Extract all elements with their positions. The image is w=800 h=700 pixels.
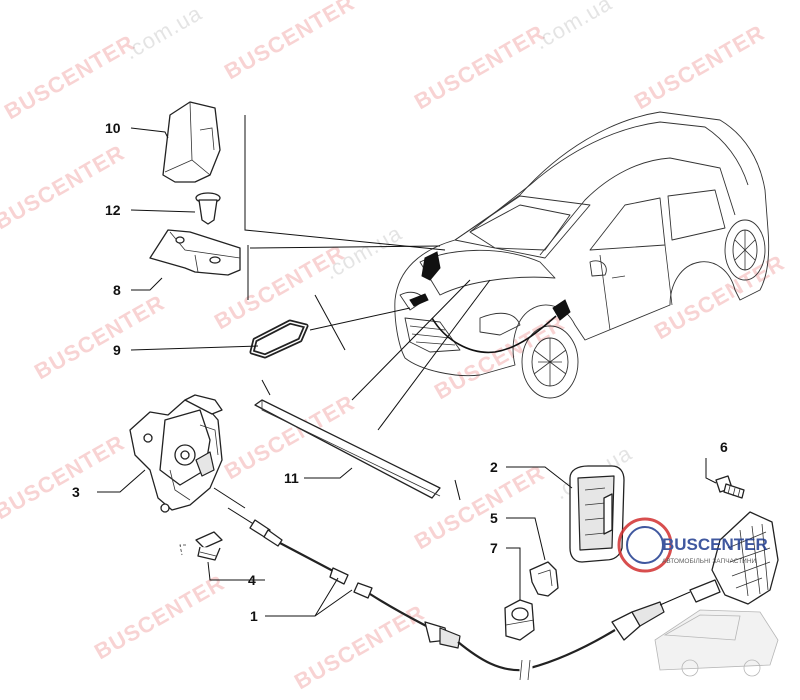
watermark-brand: BUSCENTER: [0, 30, 139, 125]
part-9-seal: [249, 319, 309, 359]
logo-brand: BUSCENTER: [662, 535, 768, 554]
callout-2: 2: [490, 459, 498, 475]
part-2-handle: [569, 465, 625, 563]
part-7-holder: [504, 599, 535, 641]
callout-9: 9: [113, 342, 121, 358]
watermark-brand: BUSCENTER: [0, 430, 129, 525]
callout-12: 12: [105, 202, 121, 218]
callout-7: 7: [490, 540, 498, 556]
seal-highlight: [409, 293, 429, 307]
release-handle-highlight: [552, 299, 571, 321]
part-8-bracket: [149, 229, 241, 276]
watermark-brand: BUSCENTER: [30, 290, 169, 385]
release-lever-plate: [689, 511, 779, 605]
callout-11: 11: [284, 470, 299, 486]
leader-lines: [244, 115, 491, 501]
watermark-brand: BUSCENTER: [410, 20, 549, 115]
logo-subtitle: АВТОМОБІЛЬНІ ЗАПЧАСТИНИ: [662, 558, 757, 565]
car-illustration: [394, 111, 770, 399]
part-11-strip: [254, 399, 441, 499]
part-5-clip: [529, 561, 559, 597]
callout-leaders: [97, 127, 717, 617]
watermark-brand: BUSCENTER: [630, 20, 769, 115]
callout-4: 4: [248, 572, 256, 588]
callout-10: 10: [105, 120, 121, 136]
part-4-bolt: [179, 531, 223, 561]
callout-6: 6: [720, 439, 728, 455]
callout-3: 3: [72, 484, 80, 500]
hood-latch-highlight: [421, 251, 441, 281]
part-10-cover: [162, 101, 221, 183]
watermark-domain: .com.ua: [120, 0, 206, 64]
callout-8: 8: [113, 282, 121, 298]
callout-1: 1: [250, 608, 258, 624]
watermark-brand: BUSCENTER: [410, 460, 549, 555]
watermark-brand: BUSCENTER: [220, 0, 359, 84]
part-12-clip: [195, 192, 221, 225]
buscenter-logo: BUSCENTER АВТОМОБІЛЬНІ ЗАПЧАСТИНИ: [617, 517, 779, 677]
callout-numbers: 10 12 8 9 3 4 1 11 2 5 7 6: [72, 120, 728, 624]
part-6-screw: [715, 475, 745, 499]
watermark-brand: BUSCENTER: [90, 570, 229, 665]
part-3-latch: [129, 394, 246, 513]
callout-5: 5: [490, 510, 498, 526]
watermark-domain: .com.ua: [530, 0, 616, 54]
watermark-brand: BUSCENTER: [0, 140, 129, 235]
part-1-cable: [227, 507, 691, 681]
watermark-brand: BUSCENTER: [290, 600, 429, 695]
